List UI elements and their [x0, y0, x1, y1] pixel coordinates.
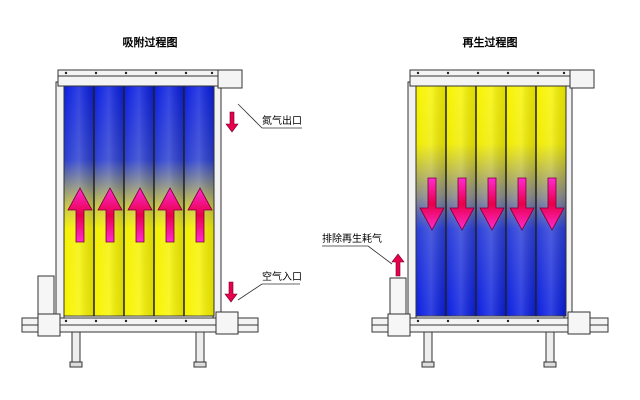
bottom-flange-right [215, 311, 239, 335]
bottom-flange-left [37, 313, 61, 337]
bottom-bolts [64, 319, 188, 323]
exhaust-valve-box [389, 277, 407, 315]
right-foot [193, 361, 207, 368]
air-inlet-label: 空气入口 [262, 270, 302, 283]
down-arrow-icon [539, 177, 565, 231]
leader-line [237, 283, 263, 301]
down-arrow-icon [479, 177, 505, 231]
side-valve-box [37, 275, 55, 315]
up-arrow-icon [67, 187, 93, 243]
outlet-box [569, 69, 595, 89]
up-arrow-icon [127, 187, 153, 243]
nitrogen-outlet-label: 氮气出口 [262, 114, 302, 127]
adsorption-flow-arrows [67, 187, 213, 243]
exhaust-label: 排除再生耗气 [322, 232, 382, 245]
regeneration-title: 再生过程图 [463, 35, 518, 49]
top-header [409, 69, 571, 87]
header-bolts [416, 71, 566, 75]
left-leg [423, 331, 433, 367]
regeneration-unit: 再生过程图 [322, 35, 609, 368]
adsorption-unit: 吸附过程图 [21, 35, 302, 368]
top-header [57, 69, 219, 87]
up-arrow-icon [187, 187, 213, 243]
adsorption-title: 吸附过程图 [123, 35, 178, 49]
bottom-flange-right [567, 311, 591, 335]
down-arrow-icon [449, 177, 475, 231]
left-foot [69, 361, 83, 368]
bottom-bolts [416, 319, 540, 323]
down-arrow-icon [509, 177, 535, 231]
left-foot [421, 361, 435, 368]
left-side-post [407, 81, 417, 319]
right-foot [543, 361, 557, 368]
exhaust-arrow-icon [391, 253, 405, 277]
outlet-box [217, 69, 243, 89]
up-arrow-icon [97, 187, 123, 243]
right-leg [195, 331, 205, 367]
leader-line [237, 103, 263, 129]
right-leg [545, 331, 555, 367]
regeneration-flow-arrows [419, 177, 565, 231]
left-side-post [55, 81, 65, 319]
left-leg [71, 331, 81, 367]
down-arrow-icon [419, 177, 445, 231]
bottom-flange-left [387, 313, 411, 337]
header-bolts [64, 71, 214, 75]
air-inlet-arrow-icon [224, 281, 238, 303]
up-arrow-icon [157, 187, 183, 243]
nitrogen-outlet-arrow-icon [225, 111, 239, 133]
